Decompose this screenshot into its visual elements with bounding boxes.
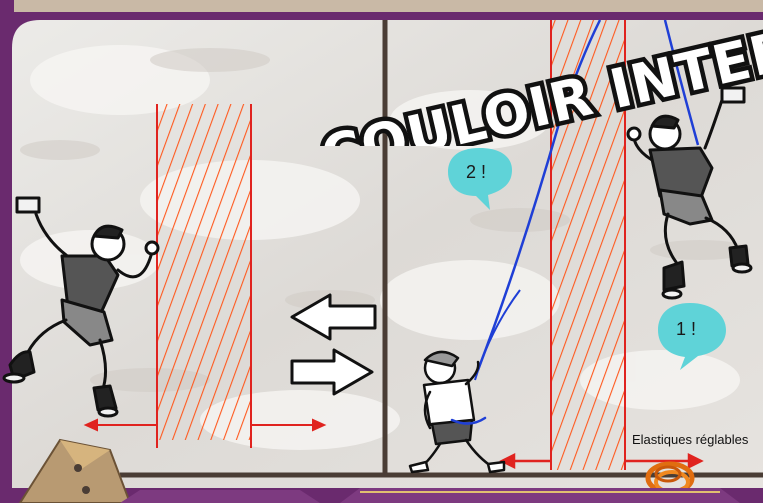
- forbidden-corridor-left: [157, 104, 251, 448]
- title-graphic: COULOIR INTERDIT: [300, 26, 763, 146]
- bubble-label-left: 2 !: [466, 162, 486, 182]
- caption-elastics: Elastiques réglables: [632, 432, 748, 447]
- page-title: COULOIR INTERDIT: [315, 26, 763, 146]
- bubble-label-right: 1 !: [676, 319, 696, 339]
